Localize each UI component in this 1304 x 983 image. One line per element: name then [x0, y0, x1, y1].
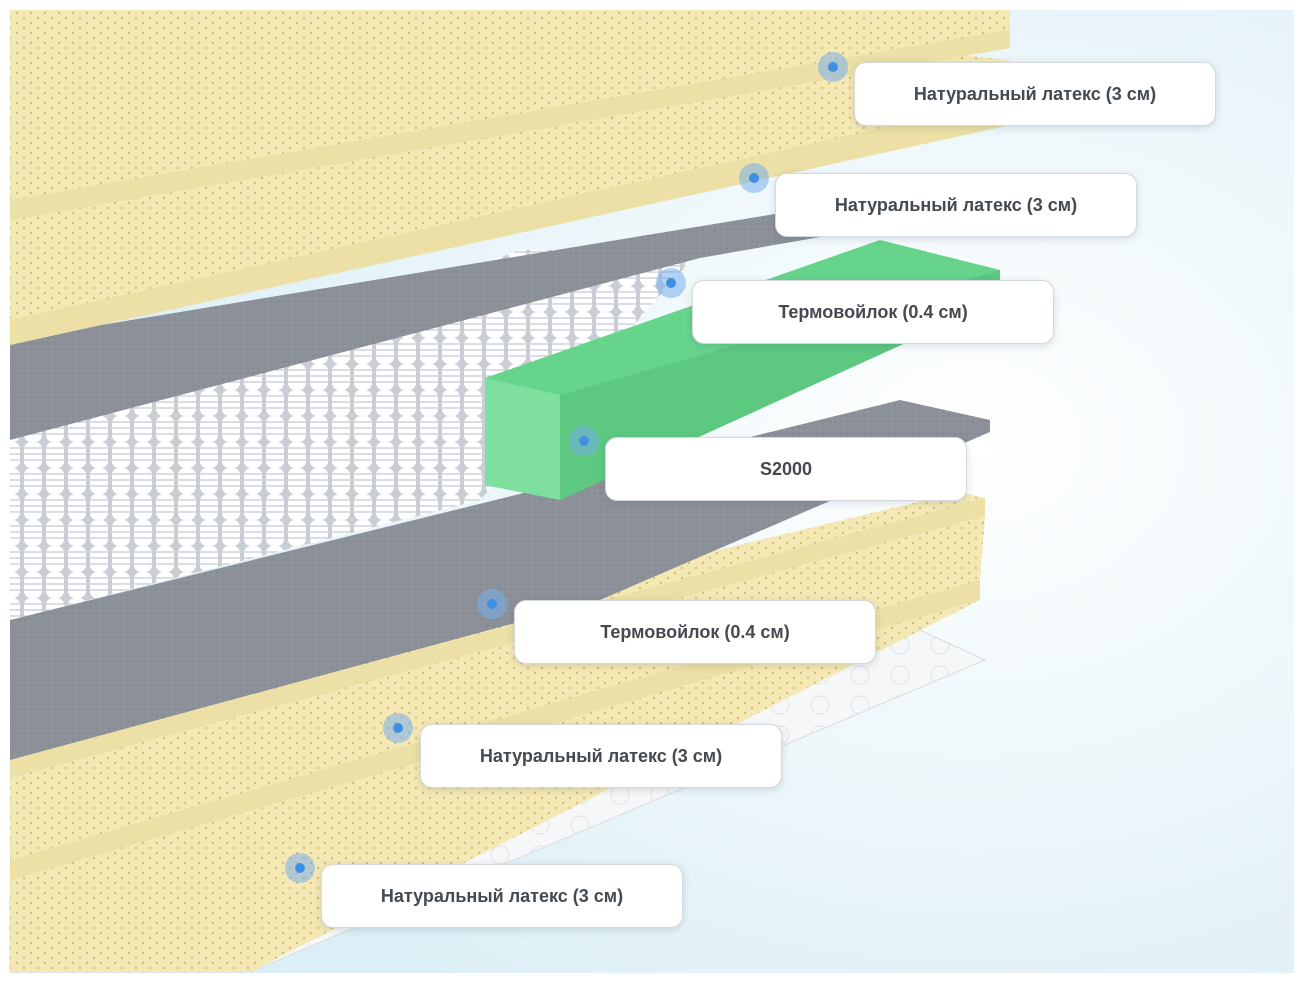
- info-dot-icon[interactable]: [383, 713, 413, 743]
- info-dot-icon[interactable]: [569, 426, 599, 456]
- latex-layer-2-edge: [10, 100, 1010, 345]
- info-dot-icon[interactable]: [739, 163, 769, 193]
- layer-callout: Термовойлок (0.4 см): [514, 600, 876, 664]
- info-dot-icon-center: [393, 723, 403, 733]
- info-dot-icon-center: [487, 599, 497, 609]
- layer-label: Натуральный латекс (3 см): [479, 745, 723, 766]
- layer-label: Термовойлок (0.4 см): [600, 621, 790, 642]
- info-dot-icon-center: [666, 278, 676, 288]
- layer-label: Натуральный латекс (3 см): [834, 194, 1078, 215]
- layer-label: S2000: [759, 458, 813, 479]
- layer-callout: Натуральный латекс (3 см): [420, 724, 782, 788]
- layer-label: Термовойлок (0.4 см): [778, 301, 968, 322]
- layer-label: Натуральный латекс (3 см): [380, 885, 624, 906]
- info-dot-icon[interactable]: [477, 589, 507, 619]
- latex-layer-6-top: [10, 516, 985, 830]
- layer-callout: Натуральный латекс (3 см): [321, 864, 683, 928]
- info-dot-icon-center: [579, 436, 589, 446]
- spring-block: [10, 250, 700, 620]
- latex-layer-6-edge: [10, 498, 985, 778]
- felt-layer-upper: [10, 200, 860, 440]
- layer-callout: Натуральный латекс (3 см): [775, 173, 1137, 237]
- info-dot-icon-center: [749, 173, 759, 183]
- info-dot-icon[interactable]: [285, 853, 315, 883]
- info-dot-icon[interactable]: [818, 52, 848, 82]
- layer-callout: S2000: [605, 437, 967, 501]
- layer-callout: Термовойлок (0.4 см): [692, 280, 1054, 344]
- latex-layer-1-edge: [10, 30, 1010, 220]
- info-dot-icon[interactable]: [656, 268, 686, 298]
- info-dot-icon-center: [828, 62, 838, 72]
- layer-label: Натуральный латекс (3 см): [913, 83, 1157, 104]
- layer-callout: Натуральный латекс (3 см): [854, 62, 1216, 126]
- info-dot-icon-center: [295, 863, 305, 873]
- foam-block-face: [485, 378, 560, 500]
